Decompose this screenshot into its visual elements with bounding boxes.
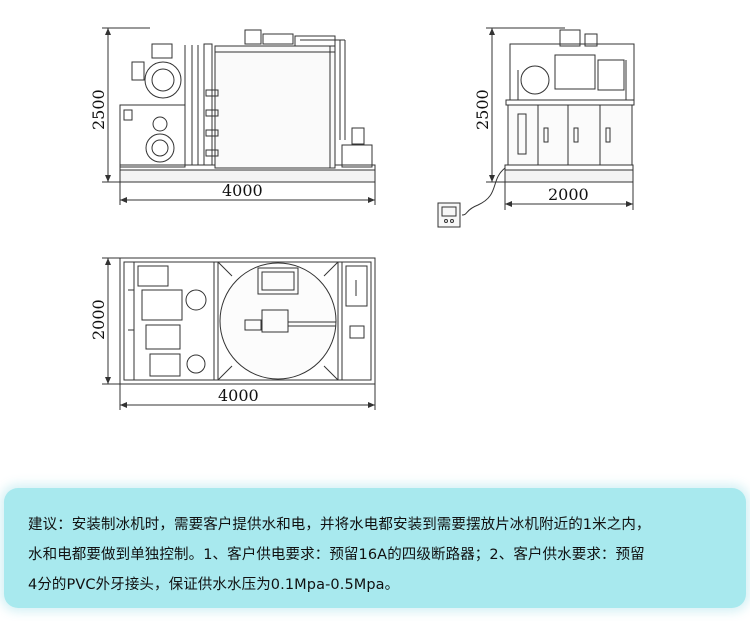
control-panel bbox=[437, 167, 506, 228]
installation-note-panel bbox=[4, 488, 746, 608]
top-view bbox=[119, 257, 376, 385]
front-width-dimension bbox=[119, 182, 376, 205]
side-view bbox=[504, 29, 635, 183]
top-height-label: 2000 bbox=[89, 299, 108, 340]
side-width-dimension bbox=[504, 182, 634, 210]
installation-note: 建议：安装制冰机时，需要客户提供水和电，并将水电都安装到需要摆放片冰机附近的1米… bbox=[28, 510, 744, 600]
side-height-label: 2500 bbox=[473, 89, 492, 130]
note-line-1: 建议：安装制冰机时，需要客户提供水和电，并将水电都安装到需要摆放片冰机附近的1米… bbox=[28, 517, 651, 533]
front-view bbox=[119, 29, 376, 183]
front-width-label: 4000 bbox=[222, 181, 263, 200]
top-width-label: 4000 bbox=[218, 386, 259, 405]
side-height-dimension bbox=[486, 27, 565, 183]
side-width-label: 2000 bbox=[548, 185, 589, 204]
front-height-label: 2500 bbox=[89, 89, 108, 130]
top-width-dimension bbox=[119, 384, 376, 410]
note-line-2: 水和电都要做到单独控制。1、客户供电要求：预留16A的四级断路器；2、客户供水要… bbox=[28, 547, 645, 563]
top-height-dimension bbox=[102, 257, 120, 385]
front-height-dimension bbox=[102, 27, 150, 183]
technical-drawing: 2500 4000 bbox=[89, 27, 635, 410]
note-line-3: 4分的PVC外牙接头，保证供水水压为0.1Mpa-0.5Mpa。 bbox=[28, 577, 400, 593]
